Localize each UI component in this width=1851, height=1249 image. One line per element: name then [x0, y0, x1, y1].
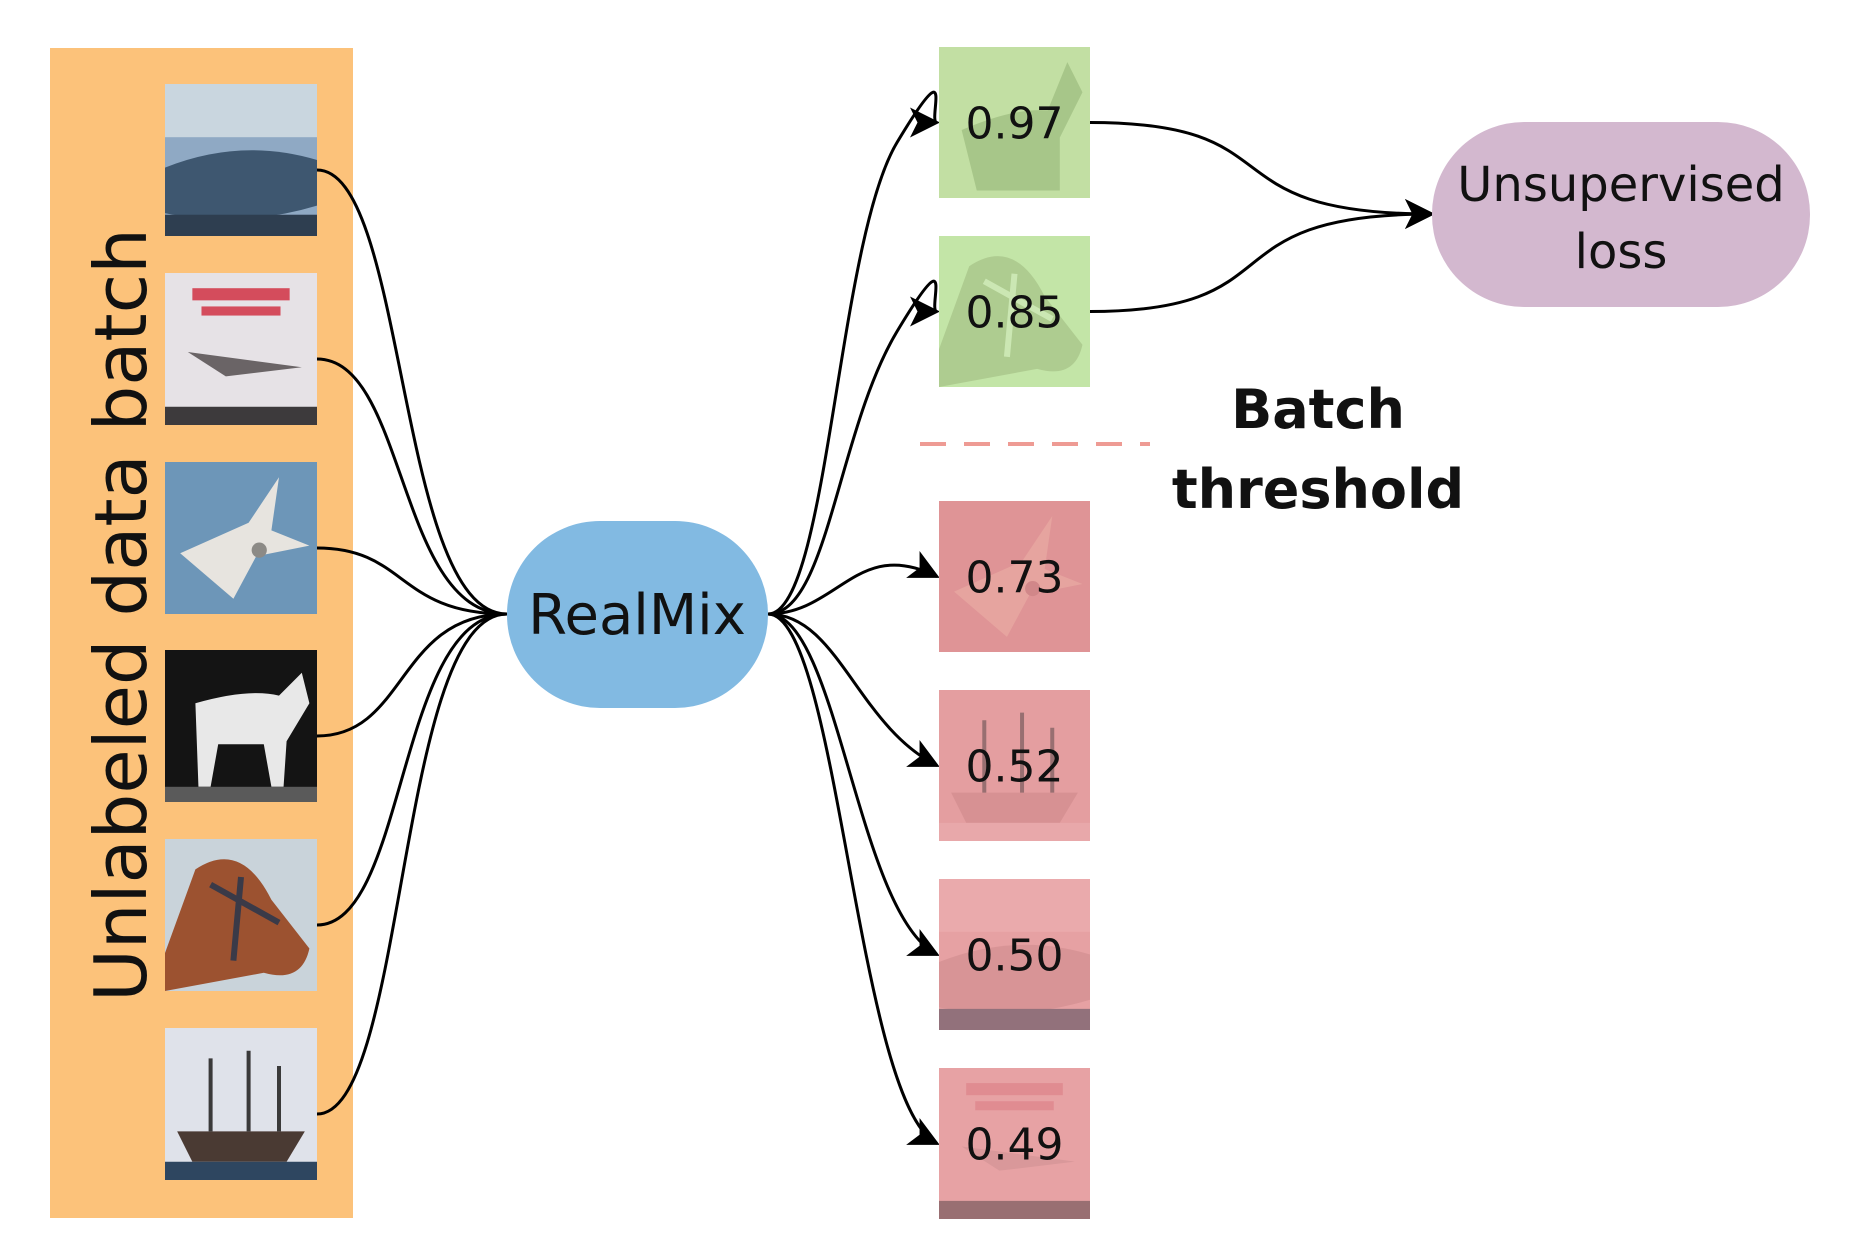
input-image-fighter-jet — [165, 462, 317, 614]
input-connector-curve — [316, 357, 508, 616]
input-image-white-horse — [165, 650, 317, 802]
score-tile-column: 0.97 0.85 0.73 0.52 0.50 0.49 — [939, 47, 1090, 1219]
output-arrow-curve — [767, 279, 940, 616]
unsupervised-loss-label-line2: loss — [1575, 224, 1668, 280]
input-image-airplane-on-book-cover — [165, 273, 317, 425]
score-value: 0.49 — [966, 1120, 1064, 1171]
score-value: 0.85 — [966, 288, 1064, 339]
input-image-column — [165, 84, 317, 1180]
score-value: 0.73 — [966, 553, 1064, 604]
score-tile-0.49: 0.49 — [939, 1068, 1090, 1219]
realmix-node — [507, 521, 768, 708]
unlabeled-batch-label: Unlabeled data batch — [79, 228, 163, 1002]
input-connector-curve — [316, 612, 508, 927]
score-tile-0.97: 0.97 — [939, 47, 1090, 198]
output-arrow-curve — [767, 612, 940, 767]
unlabeled-batch-panel — [50, 48, 353, 1218]
output-arrow-curve — [767, 90, 940, 616]
loss-arrow-curve — [1089, 121, 1435, 229]
score-tile-0.73: 0.73 — [939, 501, 1090, 652]
input-image-ship — [165, 1028, 317, 1180]
input-connector-curve — [316, 168, 508, 616]
loss-arrow-curve — [1089, 199, 1435, 313]
score-tile-0.52: 0.52 — [939, 690, 1090, 841]
input-connector-curve — [316, 612, 508, 738]
output-arrow-curve — [767, 551, 940, 616]
output-arrow-curve — [767, 612, 940, 956]
score-value: 0.97 — [966, 99, 1064, 150]
batch-threshold-label-line2: threshold — [1172, 458, 1464, 521]
input-image-horse-head — [165, 839, 317, 991]
input-connector-curve — [316, 612, 508, 1116]
score-value: 0.50 — [966, 931, 1064, 982]
score-value: 0.52 — [966, 742, 1064, 793]
unsupervised-loss-label-line1: Unsupervised — [1457, 157, 1784, 213]
input-connector-curve — [316, 546, 508, 616]
unsupervised-loss-node — [1432, 122, 1810, 307]
input-image-boat — [165, 84, 317, 236]
realmix-label: RealMix — [528, 583, 746, 648]
output-arrow-curves — [767, 90, 940, 1145]
score-tile-0.85: 0.85 — [939, 236, 1090, 387]
input-connector-curves — [316, 168, 508, 1116]
score-tile-0.50: 0.50 — [939, 879, 1090, 1030]
batch-threshold-label-line1: Batch — [1231, 378, 1405, 441]
loss-arrow-curves — [1089, 121, 1435, 313]
output-arrow-curve — [767, 612, 940, 1145]
